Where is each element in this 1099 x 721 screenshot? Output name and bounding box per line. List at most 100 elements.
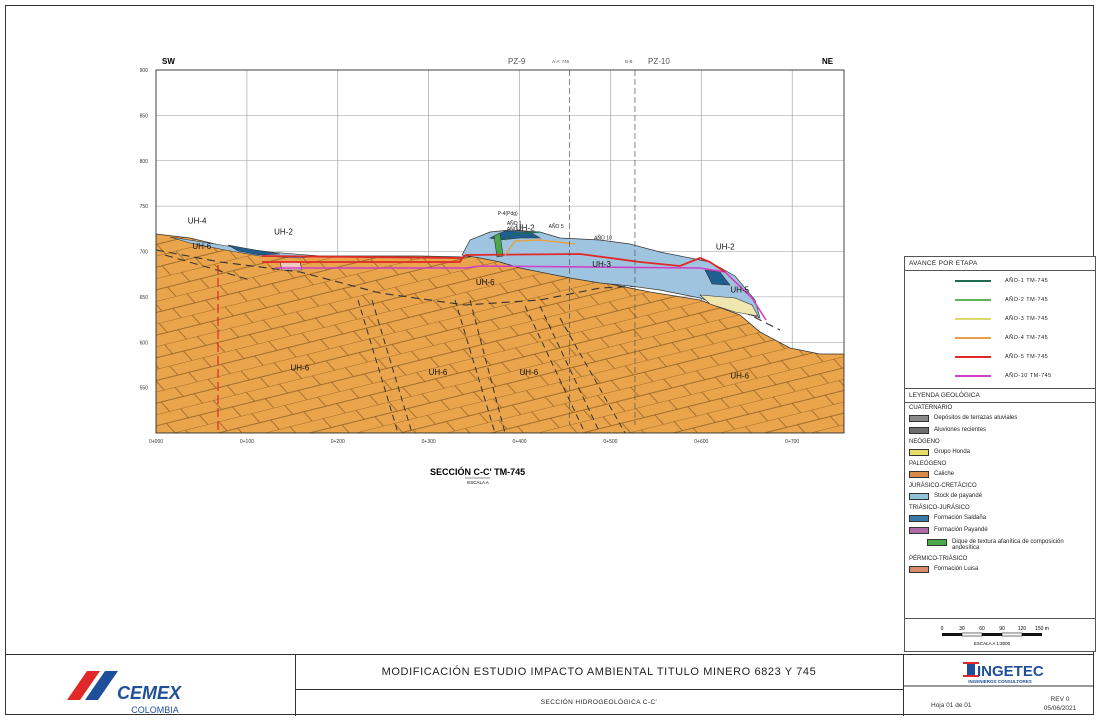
scale-tick: 120 xyxy=(1018,626,1027,632)
unit-label: UH-5 xyxy=(730,285,749,294)
unit-label: UH-2 xyxy=(716,243,735,252)
client-name: CEMEX xyxy=(117,683,182,703)
unit-labels: UH-4UH-2UH-6UH-2UH-3UH-2UH-6UH-5UH-6UH-6… xyxy=(188,216,750,380)
dir-sw: SW xyxy=(162,57,175,66)
geology-label: Formación Payandé xyxy=(934,527,988,533)
geology-swatch xyxy=(927,539,947,546)
geology-label: Dique de textura afanítica de composició… xyxy=(952,539,1064,551)
chainage-tick: 0+200 xyxy=(331,439,345,445)
scale-tick: 90 xyxy=(999,626,1005,632)
sheet-number: Hoja 01 de 01 xyxy=(931,702,972,709)
stage-swatch xyxy=(955,317,991,320)
pit-year-5 xyxy=(261,253,726,273)
geology-item: Formación Payandé xyxy=(905,525,1095,537)
stage-swatch xyxy=(955,355,991,358)
geology-label: Formación Saldaña xyxy=(934,515,987,521)
year-label: AÑO 10 xyxy=(594,235,612,242)
cut-bb-label: B-B xyxy=(625,59,633,64)
borehole-lines xyxy=(569,70,636,425)
stage-swatch xyxy=(955,336,991,339)
geology-item: Formación Luisa xyxy=(905,564,1095,576)
stage-label: AÑO-10 TM-745 xyxy=(1005,372,1052,379)
geology-label: Formación Luisa xyxy=(934,566,979,572)
stage-label: AÑO-4 TM-745 xyxy=(1005,334,1049,341)
scale-tick: 0 xyxy=(941,626,944,632)
unit-label: UH-6 xyxy=(476,278,495,287)
plot-frame xyxy=(155,69,845,434)
geology-item: Caliche xyxy=(905,469,1095,481)
stage-swatch xyxy=(955,374,991,377)
scale-caption: ESCALA A 1:3000 xyxy=(974,641,1011,646)
chainage-tick: 0+500 xyxy=(603,439,617,445)
uh5-cream xyxy=(699,294,759,317)
scale-tick: 150 m xyxy=(1035,626,1049,632)
geology-label: Depósitos de terrazas aluviales xyxy=(934,415,1018,421)
year-label: P-4(Pdg) xyxy=(498,211,518,217)
geology-swatch xyxy=(909,427,929,434)
elevation-tick: 600 xyxy=(140,340,149,346)
geology-swatch xyxy=(909,566,929,573)
stage-row: AÑO-2 TM-745 xyxy=(905,290,1095,309)
year-label: AÑO 5 xyxy=(549,223,564,230)
unit-label: UH-6 xyxy=(192,242,211,251)
chainage-tick: 0+700 xyxy=(785,439,799,445)
stage-swatch xyxy=(955,279,991,282)
section-scale-note: ESCALA A xyxy=(467,480,489,485)
chainage-tick: 0+100 xyxy=(240,439,254,445)
geology-category: PÉRMICO-TRIÁSICO xyxy=(909,556,968,562)
geology-swatch xyxy=(909,527,929,534)
geology-swatch xyxy=(909,415,929,422)
dikes xyxy=(357,299,626,433)
geology-category: NEÓGENO xyxy=(909,439,940,445)
section-title: SECCIÓN C-C' TM-745 xyxy=(430,466,525,477)
client-logo-cell: CEMEX COLOMBIA xyxy=(5,655,296,716)
unit-label: UH-6 xyxy=(730,372,749,381)
chainage-tick: 0+400 xyxy=(513,439,527,445)
ingetec-logo: INGETEC INGENIEROS CONSULTORES Hoja 01 d… xyxy=(903,662,1094,712)
geology-category: TRIÁSICO-JURÁSICO xyxy=(909,505,970,511)
stage-row: AÑO-5 TM-745 xyxy=(905,347,1095,366)
geology-item: Dique de textura afanítica de composició… xyxy=(923,537,1095,554)
well-pz10-label: PZ-10 xyxy=(648,57,670,66)
scale-tick: 60 xyxy=(979,626,985,632)
pit-year-4 xyxy=(504,239,576,256)
cemex-logo: CEMEX COLOMBIA xyxy=(67,671,182,715)
geology-label: Caliche xyxy=(934,471,955,477)
unit-label: UH-4 xyxy=(188,216,207,225)
geology-item: Stock de payandé xyxy=(905,491,1095,503)
elevation-tick: 800 xyxy=(140,159,149,165)
geology-swatch xyxy=(909,449,929,456)
revision: REV 0 xyxy=(1051,696,1070,703)
stage-label: AÑO-1 TM-745 xyxy=(1005,277,1049,284)
stage-label: AÑO-2 TM-745 xyxy=(1005,296,1049,303)
stage-row: AÑO-1 TM-745 xyxy=(905,271,1095,290)
stages-heading: AVANCE POR ETAPA xyxy=(905,257,1095,271)
well-pz9-label: PZ-9 xyxy=(508,57,526,66)
elevation-tick: 650 xyxy=(140,295,149,301)
stage-row: AÑO-4 TM-745 xyxy=(905,328,1095,347)
pit-year-10 xyxy=(275,265,767,321)
geology-item: Formación Saldaña xyxy=(905,513,1095,525)
consultant-cell: INGETEC INGENIEROS CONSULTORES Hoja 01 d… xyxy=(903,655,1094,716)
unit-label: UH-2 xyxy=(274,227,293,236)
unit-label: UH-6 xyxy=(291,363,310,372)
stage-row: AÑO-3 TM-745 xyxy=(905,309,1095,328)
pit-year-5-b xyxy=(262,257,463,263)
project-cell: MODIFICACIÓN ESTUDIO IMPACTO AMBIENTAL T… xyxy=(295,655,904,716)
dir-ne: NE xyxy=(822,57,834,66)
title-block: CEMEX COLOMBIA MODIFICACIÓN ESTUDIO IMPA… xyxy=(5,654,1094,716)
elevation-tick: 750 xyxy=(140,204,149,210)
stage-label: AÑO-5 TM-745 xyxy=(1005,353,1049,360)
stage-label: AÑO-3 TM-745 xyxy=(1005,315,1049,322)
geology-swatch xyxy=(909,471,929,478)
geology-swatch xyxy=(909,515,929,522)
cut-aa-label: A-A' 745 xyxy=(552,59,570,64)
consultant-tagline: INGENIEROS CONSULTORES xyxy=(968,679,1032,684)
